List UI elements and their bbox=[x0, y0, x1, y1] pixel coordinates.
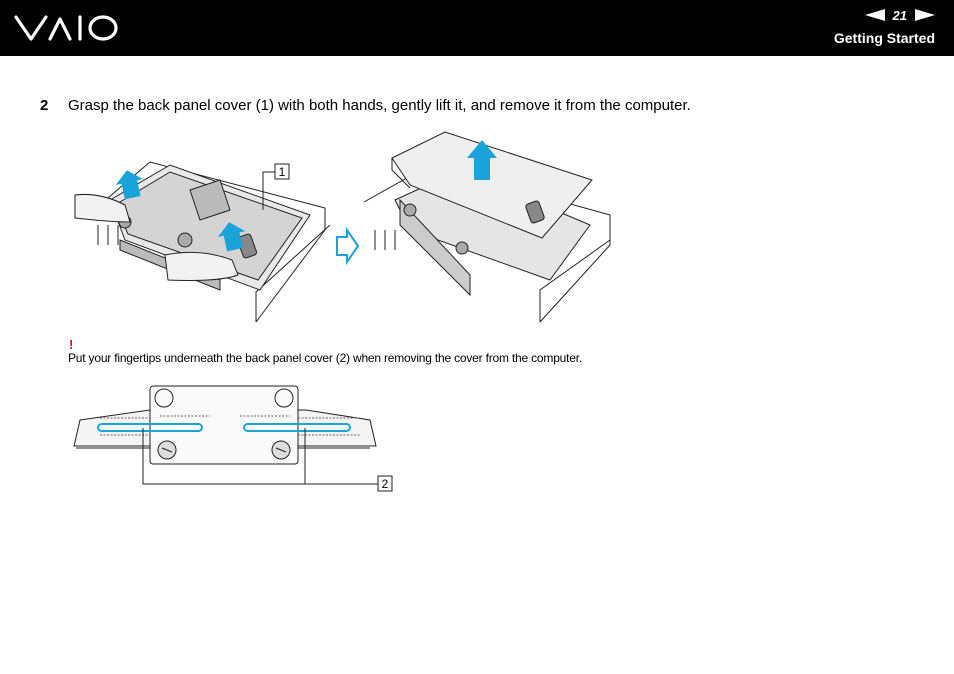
lift-arrow-icon bbox=[467, 140, 497, 180]
callout-1-label: 1 bbox=[279, 165, 286, 179]
caution-mark: ! bbox=[69, 337, 74, 352]
previous-page-icon[interactable] bbox=[864, 9, 885, 21]
callout-2: 2 bbox=[142, 428, 393, 492]
caution-text: Put your fingertips underneath the back … bbox=[68, 351, 583, 365]
lift-arrow-icon bbox=[115, 170, 246, 252]
page-header: 21 Getting Started bbox=[0, 0, 954, 56]
step-number: 2 bbox=[40, 97, 49, 114]
cover-grip-illustration: 2 bbox=[73, 385, 393, 492]
vaio-logo bbox=[14, 15, 118, 41]
grip-highlight bbox=[97, 423, 351, 432]
page-number: 21 bbox=[892, 7, 907, 23]
step-text: Grasp the back panel cover (1) with both… bbox=[68, 97, 691, 114]
step-instruction: 2 Grasp the back panel cover (1) with bo… bbox=[40, 97, 920, 114]
callout-2-label: 2 bbox=[382, 477, 389, 491]
callout-1: 1 bbox=[262, 163, 290, 210]
next-page-icon[interactable] bbox=[915, 9, 935, 21]
remove-back-panel-illustration: 1 bbox=[74, 131, 611, 323]
next-step-arrow-icon bbox=[336, 226, 360, 266]
page-navigation: 21 bbox=[845, 6, 935, 24]
section-title: Getting Started bbox=[833, 30, 935, 46]
